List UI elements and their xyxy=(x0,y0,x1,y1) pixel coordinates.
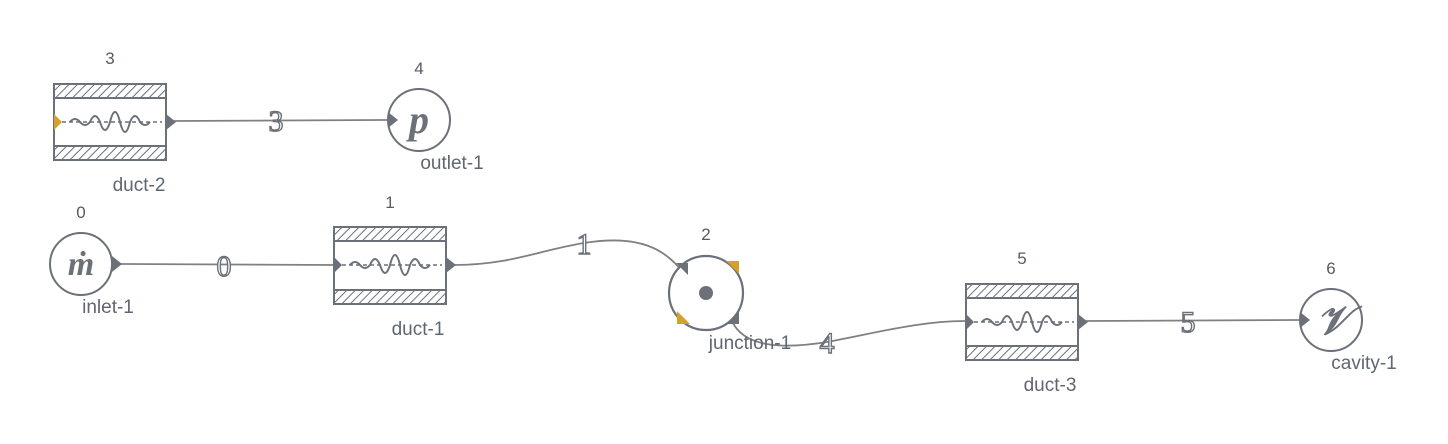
node-index: 5 xyxy=(1017,249,1026,268)
outlet-port-icon[interactable] xyxy=(1078,314,1088,330)
duct-top-wall xyxy=(333,226,447,242)
node-index: 6 xyxy=(1326,259,1335,278)
duct-top-wall xyxy=(53,83,167,99)
wire-3[interactable] xyxy=(173,119,389,122)
node-label: cavity-1 xyxy=(1331,353,1396,374)
duct-node-duct-3[interactable]: 5 duct-3 xyxy=(965,249,1088,396)
wire-0[interactable] xyxy=(119,263,335,266)
wave-icon xyxy=(981,311,1063,333)
junction-node-junction-1[interactable]: 2 junction-1 xyxy=(667,225,791,354)
outlet-port-icon[interactable] xyxy=(446,257,456,273)
duct-bottom-wall xyxy=(965,345,1079,361)
port-icon-bottom-left[interactable] xyxy=(677,311,690,324)
node-index: 3 xyxy=(105,49,114,68)
outlet-node-outlet-1[interactable]: 4 p outlet-1 xyxy=(387,59,484,174)
node-index: 1 xyxy=(385,193,394,212)
port-icon-bottom-right[interactable] xyxy=(726,311,739,324)
duct-bottom-wall xyxy=(333,289,447,305)
cavity-node-cavity-1[interactable]: 6 𝒱 cavity-1 xyxy=(1299,259,1397,374)
inlet-port-icon[interactable] xyxy=(1300,312,1310,328)
node-label: duct-3 xyxy=(1024,375,1077,396)
port-icon-top-right[interactable] xyxy=(726,261,739,274)
node-label: duct-2 xyxy=(113,175,166,196)
wave-icon xyxy=(349,254,431,276)
outlet-port-icon[interactable] xyxy=(166,114,176,130)
edge-number-4: 4 xyxy=(820,327,835,360)
outlet-port-icon[interactable] xyxy=(112,256,122,272)
inlet-port-icon[interactable] xyxy=(966,314,974,330)
edge-number-0: 0 xyxy=(217,250,232,283)
pressure-symbol-icon: p xyxy=(406,97,429,142)
node-index: 4 xyxy=(414,59,423,78)
node-label: outlet-1 xyxy=(420,153,483,174)
wave-icon xyxy=(69,111,151,133)
inlet-port-icon[interactable] xyxy=(388,112,398,128)
edge-number-1: 1 xyxy=(577,228,592,261)
edge-number-5: 5 xyxy=(1181,306,1196,339)
wire-4[interactable] xyxy=(731,320,967,347)
duct-bottom-wall xyxy=(53,145,167,161)
duct-node-duct-1[interactable]: 1 duct-1 xyxy=(333,193,456,340)
inlet-port-icon[interactable] xyxy=(334,257,342,273)
wire-5[interactable] xyxy=(1085,319,1303,322)
edge-number-3: 3 xyxy=(269,105,284,138)
node-index: 0 xyxy=(76,203,85,222)
duct-top-wall xyxy=(965,283,1079,299)
node-label: inlet-1 xyxy=(82,297,134,318)
node-label: junction-1 xyxy=(708,333,791,354)
node-index: 2 xyxy=(701,225,710,244)
wire-1[interactable] xyxy=(453,239,682,271)
inlet-node-inlet-1[interactable]: 0 ṁ inlet-1 xyxy=(49,203,134,318)
mass-flow-symbol-icon: ṁ xyxy=(68,246,94,283)
port-icon-top-left[interactable] xyxy=(676,263,688,275)
node-label: duct-1 xyxy=(392,319,445,340)
junction-center-dot xyxy=(699,286,713,300)
duct-node-duct-2[interactable]: 3 duct-2 xyxy=(53,49,176,196)
inlet-port-icon[interactable] xyxy=(54,114,62,130)
